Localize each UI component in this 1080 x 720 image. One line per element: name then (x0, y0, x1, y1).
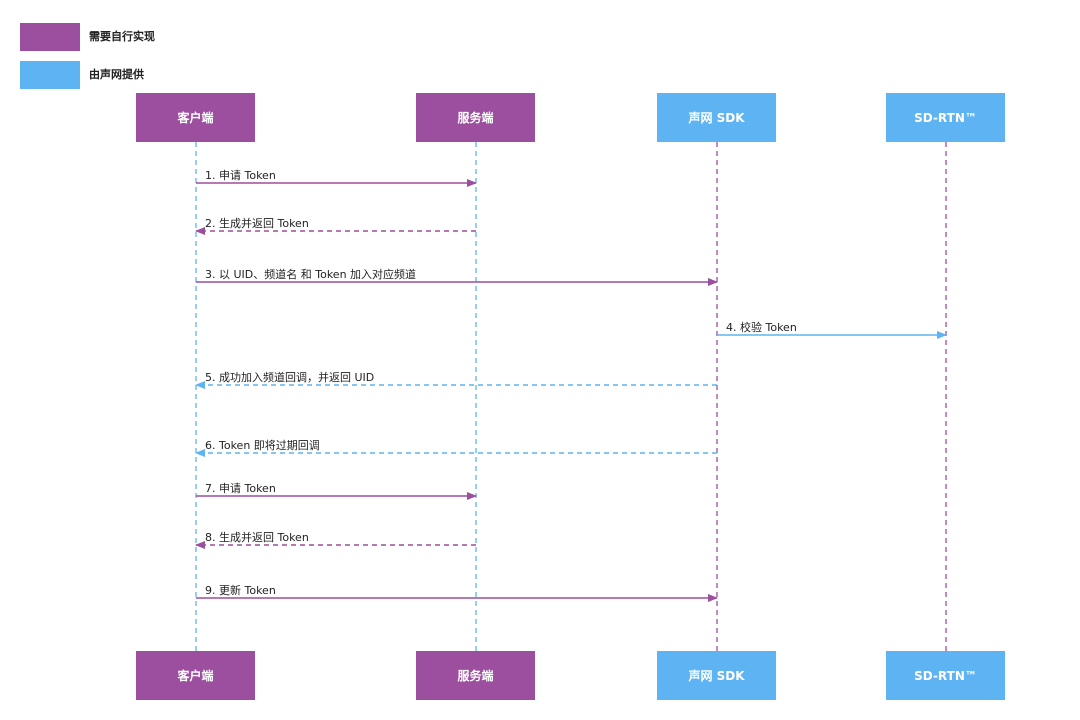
actor-client-bottom: 客户端 (136, 651, 255, 700)
message-label: 6. Token 即将过期回调 (205, 439, 320, 452)
message-label: 4. 校验 Token (726, 320, 797, 334)
message-label: 2. 生成并返回 Token (205, 216, 309, 230)
legend-label-self-impl: 需要自行实现 (89, 30, 155, 43)
actor-sdrtn-bottom: SD-RTN™ (886, 651, 1005, 700)
message-4: 4. 校验 Token (717, 320, 947, 339)
legend-swatch-agora (20, 61, 80, 89)
actor-sdrtn-top: SD-RTN™ (886, 93, 1005, 142)
actor-sdk-top: 声网 SDK (657, 93, 776, 142)
message-3: 3. 以 UID、频道名 和 Token 加入对应频道 (196, 267, 718, 286)
message-8: 8. 生成并返回 Token (195, 530, 476, 549)
legend-label-agora: 由声网提供 (89, 68, 144, 81)
legend-swatch-self-impl (20, 23, 80, 51)
actor-server-bottom: 服务端 (416, 651, 535, 700)
message-label: 9. 更新 Token (205, 583, 276, 597)
message-1: 1. 申请 Token (196, 169, 477, 187)
message-2: 2. 生成并返回 Token (195, 216, 476, 235)
message-5: 5. 成功加入频道回调，并返回 UID (195, 370, 717, 389)
actor-client-top: 客户端 (136, 93, 255, 142)
message-label: 7. 申请 Token (205, 482, 276, 495)
message-label: 8. 生成并返回 Token (205, 530, 309, 544)
message-6: 6. Token 即将过期回调 (195, 439, 717, 457)
message-label: 3. 以 UID、频道名 和 Token 加入对应频道 (205, 267, 416, 281)
actor-server-top: 服务端 (416, 93, 535, 142)
message-label: 1. 申请 Token (205, 169, 276, 182)
message-7: 7. 申请 Token (196, 482, 477, 500)
message-9: 9. 更新 Token (196, 583, 718, 602)
message-label: 5. 成功加入频道回调，并返回 UID (205, 370, 374, 384)
actor-sdk-bottom: 声网 SDK (657, 651, 776, 700)
